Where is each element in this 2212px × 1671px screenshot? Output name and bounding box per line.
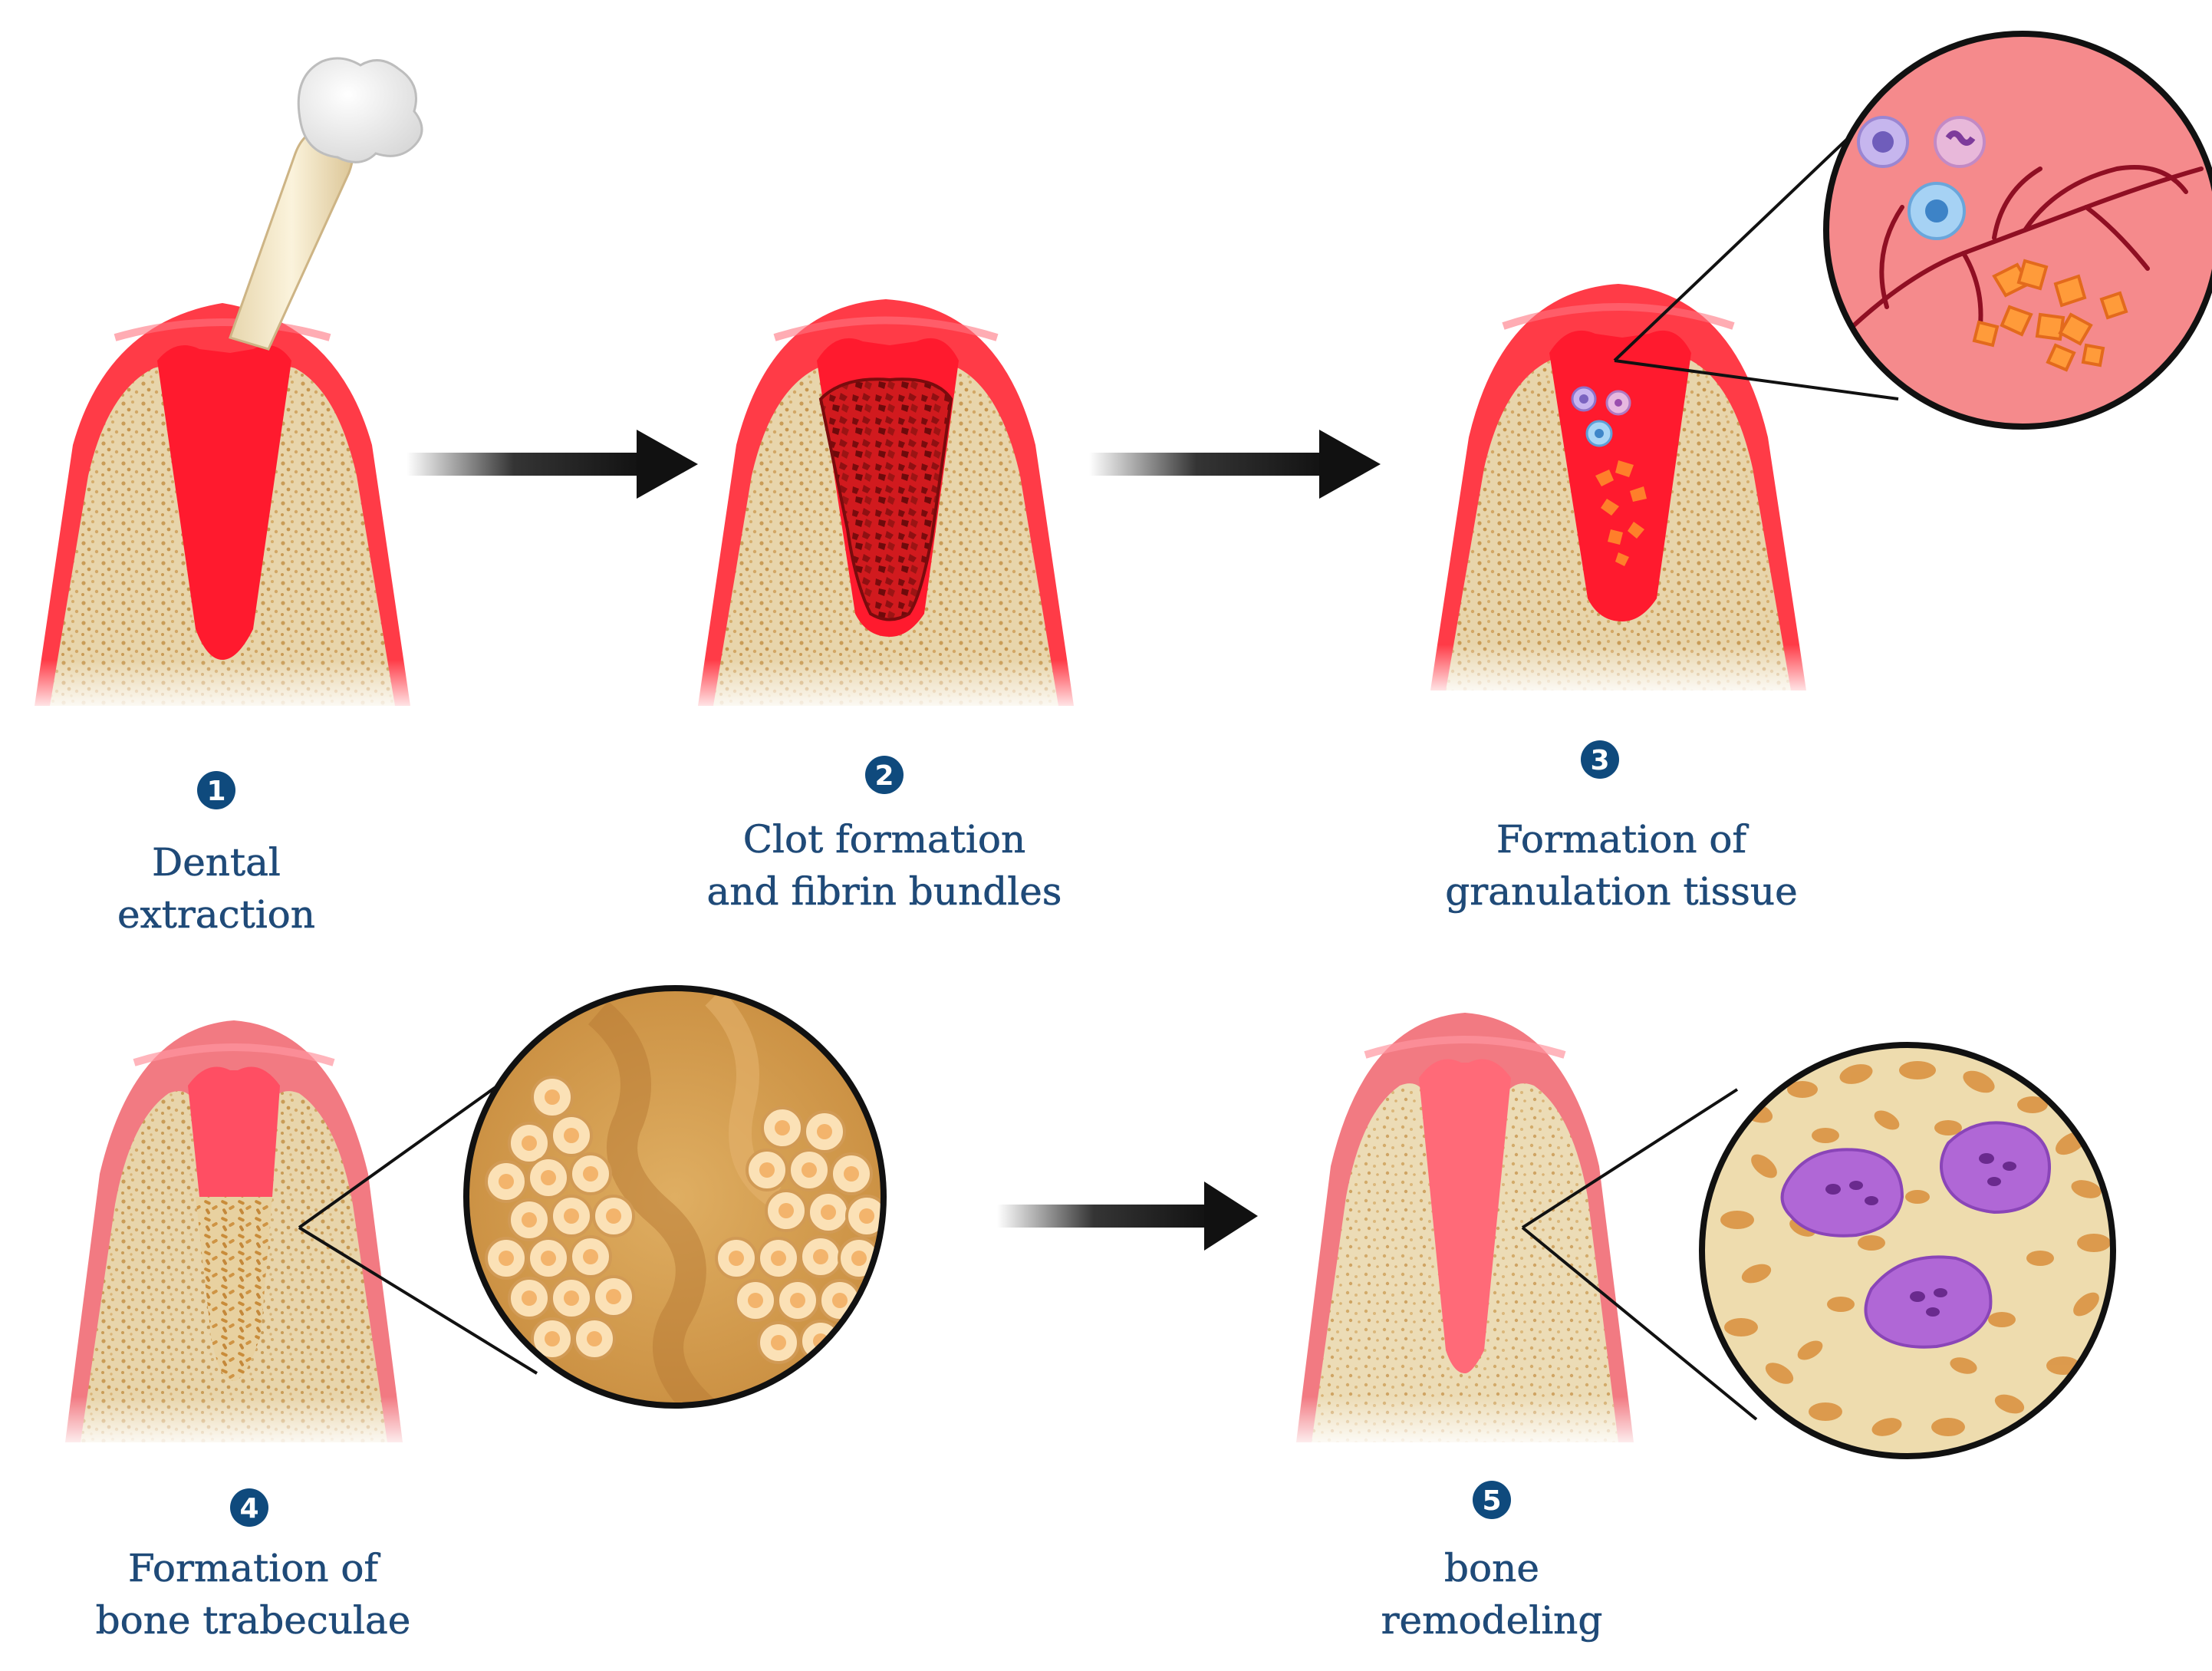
arrow-1-to-2 xyxy=(407,430,698,499)
step-label-1: Dental extraction xyxy=(0,836,485,941)
step-label-line1: Dental xyxy=(152,840,281,885)
step-label-2: Clot formation and fibrin bundles xyxy=(616,813,1153,918)
step-number: 4 xyxy=(239,1493,258,1524)
step-label-line2: and fibrin bundles xyxy=(706,869,1062,915)
stage-4-socket xyxy=(61,1020,414,1450)
stage-4-zoom-lines xyxy=(298,1073,538,1375)
step-badge-4: 4 xyxy=(230,1488,268,1527)
step-label-line2: bone trabeculae xyxy=(95,1598,411,1643)
step-badge-2: 2 xyxy=(865,756,904,794)
stage-4-zoom-circle xyxy=(463,985,887,1409)
step-label-line1: Formation of xyxy=(1496,817,1747,862)
stage-5-zoom-circle xyxy=(1699,1042,2116,1459)
step-badge-1: 1 xyxy=(197,771,235,809)
step-label-line1: Formation of xyxy=(127,1546,379,1591)
step-label-5: bone remodeling xyxy=(1223,1542,1760,1646)
step-number: 3 xyxy=(1590,745,1609,776)
step-badge-3: 3 xyxy=(1581,740,1619,779)
step-label-4: Formation of bone trabeculae xyxy=(0,1542,522,1646)
extracted-tooth xyxy=(229,57,423,351)
stage-5-zoom-lines xyxy=(1521,1088,1758,1421)
stage-3-socket xyxy=(1427,284,1810,698)
stage-3-zoom-circle xyxy=(1823,31,2212,430)
step-badge-5: 5 xyxy=(1473,1481,1511,1519)
step-label-3: Formation of granulation tissue xyxy=(1353,813,1890,918)
stage-5-socket xyxy=(1292,1013,1645,1450)
step-number: 2 xyxy=(874,760,894,792)
step-number: 5 xyxy=(1482,1485,1501,1517)
stage-3-zoom-lines xyxy=(1613,129,1899,400)
arrow-2-to-3 xyxy=(1089,430,1381,499)
step-label-line2: extraction xyxy=(117,892,316,938)
stage-2-socket xyxy=(694,299,1078,714)
arrow-4-to-5 xyxy=(997,1182,1258,1251)
step-label-line1: bone xyxy=(1444,1546,1540,1591)
step-number: 1 xyxy=(206,776,225,807)
stage-1-socket xyxy=(31,303,414,714)
step-label-line2: remodeling xyxy=(1381,1598,1603,1643)
step-label-line1: Clot formation xyxy=(742,817,1026,862)
step-label-line2: granulation tissue xyxy=(1445,869,1798,915)
